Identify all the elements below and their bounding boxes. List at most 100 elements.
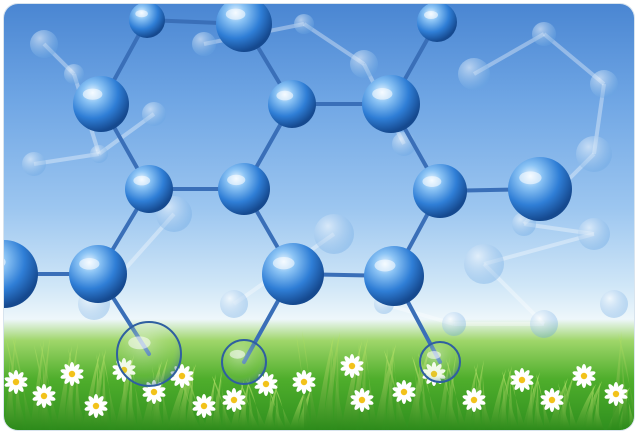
atom-sphere	[364, 246, 424, 306]
background-atom	[532, 22, 556, 46]
grass-blade	[289, 389, 306, 430]
daisy-flower	[84, 394, 108, 418]
atom-sphere	[73, 76, 129, 132]
atom-sphere	[125, 165, 173, 213]
background-atom	[294, 14, 314, 34]
background-atom	[576, 136, 612, 172]
daisy-flower	[32, 384, 56, 408]
atom-sphere	[268, 80, 316, 128]
grass-blade	[481, 361, 489, 430]
grass-blade	[378, 348, 388, 430]
grass-blade	[474, 365, 493, 430]
atom-highlight	[229, 349, 246, 359]
background-atom	[220, 290, 248, 318]
atom-sphere	[413, 164, 467, 218]
molecule-meadow-scene	[4, 4, 634, 430]
grass-blade	[302, 331, 319, 430]
grass-blade	[96, 354, 112, 430]
atom-highlight	[225, 8, 246, 20]
grass-blade	[500, 370, 508, 430]
atom-highlight	[424, 11, 438, 19]
grass-blade	[530, 377, 545, 430]
grass-blade	[268, 388, 286, 430]
atom-highlight	[427, 351, 441, 359]
grass-blade	[8, 338, 16, 430]
background-atom	[22, 152, 46, 176]
grass-blade	[620, 332, 630, 430]
grass-blade	[184, 370, 208, 430]
grass-blade	[611, 331, 622, 430]
grass-blade	[296, 334, 312, 430]
background-atom	[64, 64, 84, 84]
grass-blade	[67, 347, 75, 430]
daisy-flower	[60, 362, 84, 386]
atom-sphere	[419, 341, 461, 383]
grass-blade	[41, 341, 49, 430]
atom-sphere	[129, 4, 165, 38]
background-atom	[90, 145, 108, 163]
grass-blade	[6, 339, 27, 430]
background-atom	[590, 70, 618, 98]
background-atom	[314, 214, 354, 254]
background-atom	[442, 312, 466, 336]
grass-blade	[448, 358, 456, 430]
grass-blade	[14, 335, 23, 430]
grass-blade	[536, 374, 552, 430]
grass-blade	[574, 384, 596, 430]
atom-highlight	[422, 176, 442, 187]
atom-highlight	[276, 90, 294, 101]
background-atom	[30, 30, 58, 58]
daisy-flower	[192, 394, 216, 418]
atom-sphere	[116, 321, 182, 387]
grass-blade	[315, 335, 334, 430]
atom-sphere	[362, 75, 420, 133]
grass-blade	[12, 336, 34, 430]
daisy-flower	[222, 388, 246, 412]
grass-blade	[274, 384, 282, 430]
daisy-flowers	[4, 354, 628, 418]
grass-blade	[40, 342, 60, 430]
atom-sphere	[417, 4, 457, 42]
grass-blade	[502, 371, 519, 430]
grass-blade	[414, 355, 423, 430]
grass-blade	[30, 340, 44, 430]
daisy-flower	[292, 370, 316, 394]
grass-blade	[102, 351, 119, 430]
daisy-flower	[392, 380, 416, 404]
daisy-flower	[340, 354, 364, 378]
background-atom	[600, 290, 628, 318]
atom-highlight	[519, 171, 542, 185]
grass-blade	[384, 350, 408, 430]
atom-highlight	[227, 174, 246, 186]
grass-blade	[241, 381, 249, 430]
grass-blade	[558, 383, 571, 430]
grass-blade	[212, 376, 234, 430]
atom-highlight	[272, 256, 295, 270]
atom-sphere	[262, 243, 324, 305]
atom-sphere	[218, 163, 270, 215]
grass-blade	[412, 356, 434, 430]
atom-highlight	[135, 10, 148, 18]
background-atom	[142, 102, 166, 126]
atom-highlight	[374, 259, 396, 272]
atom-sphere	[216, 4, 272, 52]
background-atom	[530, 310, 558, 338]
background-bond	[383, 302, 455, 326]
grass-blade	[274, 385, 293, 430]
grass-blade	[330, 337, 345, 430]
atom-highlight	[372, 88, 393, 100]
grass-blade	[248, 378, 256, 430]
grass-blade	[178, 373, 201, 430]
grass-blade	[34, 345, 53, 430]
grass-blade	[386, 349, 397, 430]
daisy-flower	[540, 388, 564, 412]
atom-sphere	[508, 157, 572, 221]
atom-highlight	[133, 175, 151, 186]
grass-blade	[489, 369, 506, 430]
daisy-flower	[604, 382, 628, 406]
atom-highlight	[79, 258, 100, 270]
grass-blade	[220, 372, 230, 430]
grass-blade	[240, 382, 260, 430]
grass-blade	[420, 352, 430, 430]
background-atom	[464, 244, 504, 284]
